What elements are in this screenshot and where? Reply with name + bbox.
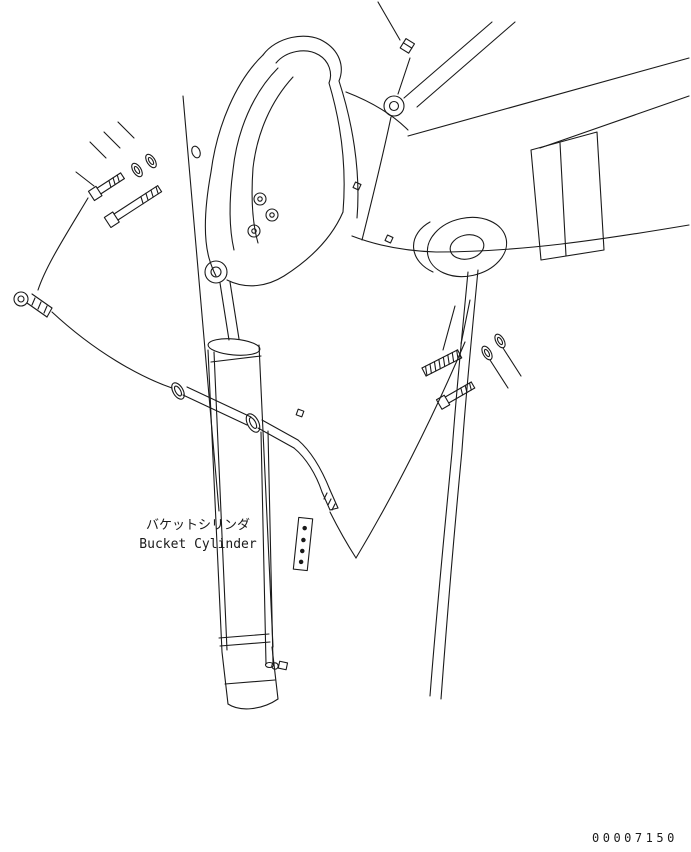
bolt — [103, 185, 163, 229]
component-label-jp: バケットシリンダ — [145, 518, 250, 533]
washer — [481, 345, 493, 361]
mounting-block — [292, 516, 314, 572]
pivot-boss — [426, 216, 508, 278]
pipe-end — [264, 661, 275, 669]
top-mounting-bolt — [399, 38, 416, 54]
bolt-hole — [384, 234, 394, 244]
pipe-clamp — [245, 413, 261, 433]
drawing-number: 00007150 — [592, 831, 678, 845]
banjo-fitting — [383, 95, 405, 117]
bolt-hole — [352, 181, 362, 191]
bolt-hole — [295, 408, 305, 418]
small-washer — [191, 145, 201, 159]
washer — [131, 162, 143, 178]
bolt — [435, 381, 476, 410]
hydraulic-hoses — [329, 116, 479, 700]
bucket-link-bracket — [191, 35, 359, 287]
arm-assembly — [295, 21, 690, 418]
pipe-clamp — [171, 382, 185, 400]
bolt — [87, 172, 125, 202]
bucket-cylinder-part — [207, 281, 289, 710]
threaded-stud — [421, 349, 463, 377]
hose-fitting-left — [13, 291, 53, 318]
grease-hose — [51, 311, 173, 389]
leader-lines — [37, 1, 522, 512]
component-label-en: Bucket Cylinder — [139, 536, 257, 552]
washer — [494, 333, 506, 349]
rod-pin-boss — [204, 260, 228, 284]
component-label: バケットシリンダ Bucket Cylinder — [103, 517, 293, 555]
left-bolt-set — [87, 153, 163, 229]
washer — [145, 153, 157, 169]
pipes-and-clamps — [171, 382, 339, 669]
right-bolt-set — [421, 333, 506, 410]
